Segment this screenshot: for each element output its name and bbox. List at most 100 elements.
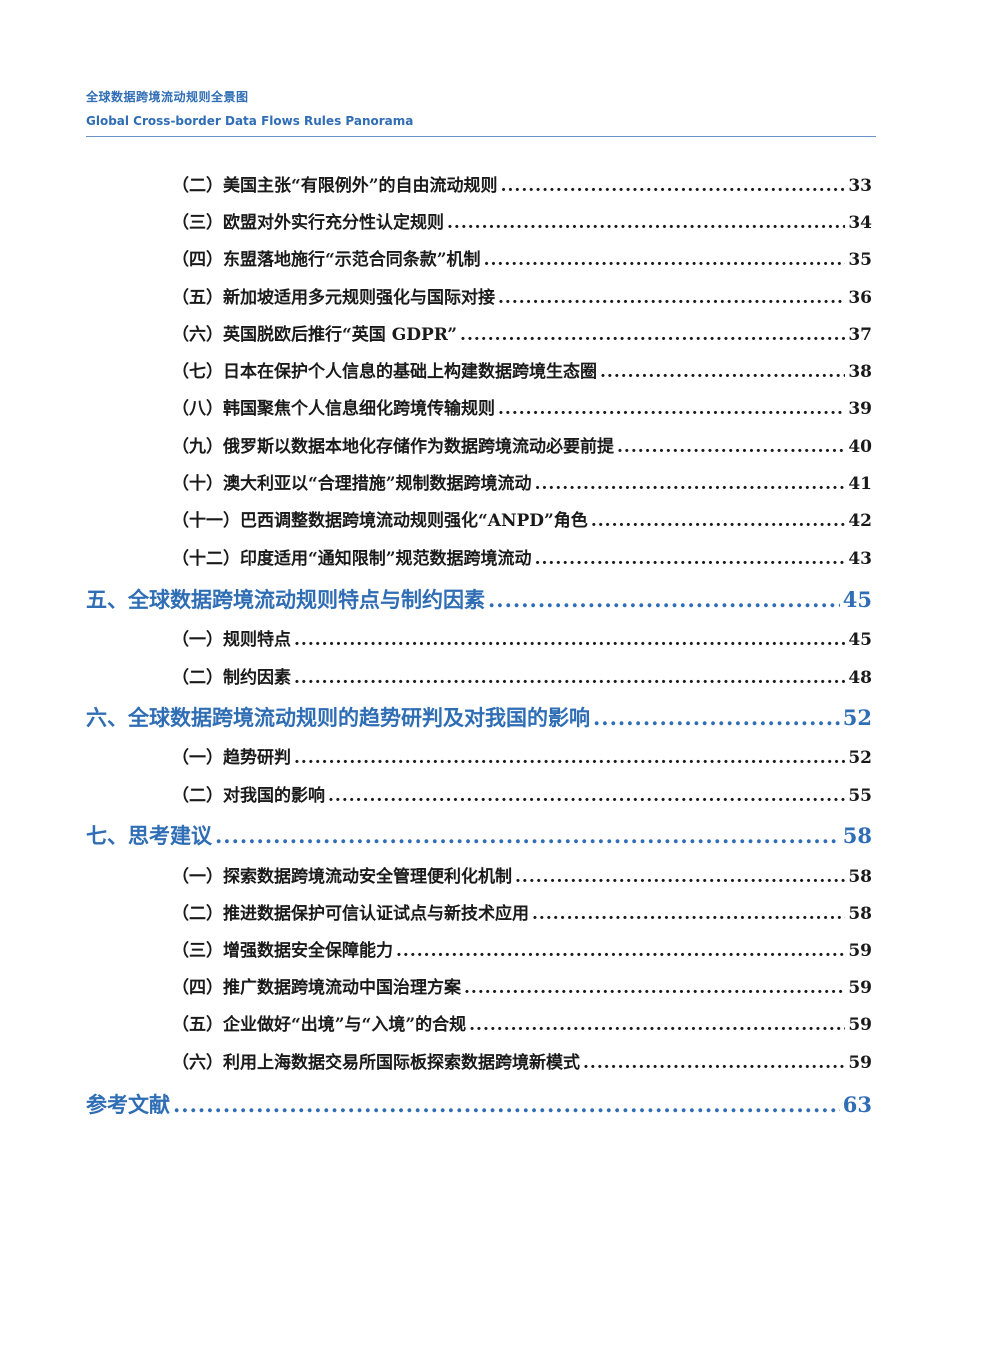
running-header: 全球数据跨境流动规则全景图 Global Cross-border Data F… bbox=[86, 88, 876, 137]
toc-chapter-label: 参考文献 bbox=[86, 1092, 170, 1117]
toc-entry-page: 52 bbox=[848, 748, 872, 768]
toc-leader-dots bbox=[617, 434, 845, 460]
toc-entry-page: 55 bbox=[848, 786, 872, 806]
toc-entry[interactable]: （二）推进数据保护可信认证试点与新技术应用 58 bbox=[172, 901, 872, 927]
toc-entry[interactable]: （十二）印度适用“通知限制”规范数据跨境流动 43 bbox=[172, 546, 872, 572]
toc-entry[interactable]: （六）英国脱欧后推行“英国 GDPR” 37 bbox=[172, 322, 872, 348]
toc-entry-page: 38 bbox=[848, 362, 872, 382]
toc-leader-dots bbox=[328, 783, 845, 809]
toc-chapter-page: 58 bbox=[842, 823, 872, 848]
toc-entry-page: 34 bbox=[848, 213, 872, 233]
toc-leader-dots bbox=[515, 864, 845, 890]
toc-entry[interactable]: （十）澳大利亚以“合理措施”规制数据跨境流动 41 bbox=[172, 471, 872, 497]
toc-entry-page: 42 bbox=[848, 511, 872, 531]
toc-entry-label: （三）欧盟对外实行充分性认定规则 bbox=[172, 213, 444, 233]
toc-leader-dots bbox=[501, 173, 846, 199]
toc-entry-label: （一）规则特点 bbox=[172, 630, 291, 650]
toc-entry[interactable]: （四）东盟落地施行“示范合同条款”机制 35 bbox=[172, 247, 872, 273]
toc-entry-page: 41 bbox=[848, 474, 872, 494]
toc-entry-page: 45 bbox=[848, 630, 872, 650]
toc-leader-dots bbox=[488, 585, 840, 615]
toc-entry-label: （二）对我国的影响 bbox=[172, 786, 325, 806]
toc-entry-label: （七）日本在保护个人信息的基础上构建数据跨境生态圈 bbox=[172, 362, 597, 382]
toc-chapter-page: 52 bbox=[842, 705, 872, 730]
toc-chapter-page: 63 bbox=[842, 1092, 872, 1117]
toc-entry[interactable]: （二）美国主张“有限例外”的自由流动规则 33 bbox=[172, 173, 872, 199]
toc-entry[interactable]: （二）制约因素 48 bbox=[172, 665, 872, 691]
toc-entry-label: （四）东盟落地施行“示范合同条款”机制 bbox=[172, 250, 481, 270]
toc-leader-dots bbox=[532, 901, 845, 927]
toc-entry-page: 59 bbox=[848, 941, 872, 961]
toc-entry[interactable]: （一）探索数据跨境流动安全管理便利化机制 58 bbox=[172, 864, 872, 890]
toc-leader-dots bbox=[469, 1012, 845, 1038]
toc-entry-page: 59 bbox=[848, 1053, 872, 1073]
toc-entry[interactable]: （六）利用上海数据交易所国际板探索数据跨境新模式 59 bbox=[172, 1050, 872, 1076]
toc-leader-dots bbox=[593, 703, 840, 733]
toc-entry[interactable]: （一）趋势研判 52 bbox=[172, 745, 872, 771]
header-title-en: Global Cross-border Data Flows Rules Pan… bbox=[86, 114, 414, 128]
toc-entry[interactable]: （五）企业做好“出境”与“入境”的合规 59 bbox=[172, 1012, 872, 1038]
toc-entry-page: 48 bbox=[848, 668, 872, 688]
toc-leader-dots bbox=[583, 1050, 845, 1076]
toc-chapter-entry[interactable]: 参考文献 63 bbox=[86, 1090, 872, 1120]
toc-entry-page: 59 bbox=[848, 978, 872, 998]
toc-chapter-label: 六、全球数据跨境流动规则的趋势研判及对我国的影响 bbox=[86, 705, 590, 730]
toc-chapter-label: 七、思考建议 bbox=[86, 823, 212, 848]
toc-chapter-entry[interactable]: 七、思考建议 58 bbox=[86, 821, 872, 851]
toc-leader-dots bbox=[294, 665, 845, 691]
toc-entry[interactable]: （八）韩国聚焦个人信息细化跨境传输规则 39 bbox=[172, 396, 872, 422]
toc-entry[interactable]: （三）增强数据安全保障能力 59 bbox=[172, 938, 872, 964]
toc-entry-page: 58 bbox=[848, 867, 872, 887]
toc-entry-page: 37 bbox=[848, 325, 872, 345]
toc-entry[interactable]: （二）对我国的影响 55 bbox=[172, 783, 872, 809]
toc-entry-label: （九）俄罗斯以数据本地化存储作为数据跨境流动必要前提 bbox=[172, 437, 614, 457]
toc-leader-dots bbox=[294, 627, 845, 653]
toc-entry[interactable]: （四）推广数据跨境流动中国治理方案 59 bbox=[172, 975, 872, 1001]
toc-entry-label: （一）趋势研判 bbox=[172, 748, 291, 768]
toc-entry-label: （四）推广数据跨境流动中国治理方案 bbox=[172, 978, 461, 998]
toc-entry-label: （五）新加坡适用多元规则强化与国际对接 bbox=[172, 288, 495, 308]
toc-entry-page: 39 bbox=[848, 399, 872, 419]
toc-entry-label: （二）制约因素 bbox=[172, 668, 291, 688]
toc-entry-label: （八）韩国聚焦个人信息细化跨境传输规则 bbox=[172, 399, 495, 419]
toc-leader-dots bbox=[396, 938, 845, 964]
toc-entry[interactable]: （九）俄罗斯以数据本地化存储作为数据跨境流动必要前提 40 bbox=[172, 434, 872, 460]
toc-entry[interactable]: （十一）巴西调整数据跨境流动规则强化“ANPD”角色 42 bbox=[172, 508, 872, 534]
toc-entry-label: （十一）巴西调整数据跨境流动规则强化“ANPD”角色 bbox=[172, 511, 588, 531]
toc-entry-label: （二）美国主张“有限例外”的自由流动规则 bbox=[172, 176, 498, 196]
toc-entry-label: （六）利用上海数据交易所国际板探索数据跨境新模式 bbox=[172, 1053, 580, 1073]
toc-leader-dots bbox=[591, 508, 846, 534]
toc-entry-label: （十）澳大利亚以“合理措施”规制数据跨境流动 bbox=[172, 474, 532, 494]
toc-entry[interactable]: （七）日本在保护个人信息的基础上构建数据跨境生态圈 38 bbox=[172, 359, 872, 385]
toc-leader-dots bbox=[484, 247, 846, 273]
toc-chapter-entry[interactable]: 五、全球数据跨境流动规则特点与制约因素 45 bbox=[86, 585, 872, 615]
toc-leader-dots bbox=[460, 322, 845, 348]
toc-entry-label: （一）探索数据跨境流动安全管理便利化机制 bbox=[172, 867, 512, 887]
toc-entry-label: （五）企业做好“出境”与“入境”的合规 bbox=[172, 1015, 467, 1035]
toc-leader-dots bbox=[600, 359, 845, 385]
toc-entry-label: （十二）印度适用“通知限制”规范数据跨境流动 bbox=[172, 549, 532, 569]
toc-entry-page: 59 bbox=[848, 1015, 872, 1035]
toc-entry[interactable]: （五）新加坡适用多元规则强化与国际对接 36 bbox=[172, 285, 872, 311]
toc-entry-page: 58 bbox=[848, 904, 872, 924]
toc-entry[interactable]: （一）规则特点 45 bbox=[172, 627, 872, 653]
toc-leader-dots bbox=[498, 285, 845, 311]
toc-leader-dots bbox=[215, 821, 840, 851]
toc-chapter-page: 45 bbox=[842, 587, 872, 612]
toc-leader-dots bbox=[535, 546, 846, 572]
toc-leader-dots bbox=[294, 745, 845, 771]
header-title-cn: 全球数据跨境流动规则全景图 bbox=[86, 90, 249, 104]
toc-chapter-entry[interactable]: 六、全球数据跨境流动规则的趋势研判及对我国的影响 52 bbox=[86, 703, 872, 733]
toc-chapter-label: 五、全球数据跨境流动规则特点与制约因素 bbox=[86, 587, 485, 612]
toc-entry-label: （三）增强数据安全保障能力 bbox=[172, 941, 393, 961]
toc-entry-page: 36 bbox=[848, 288, 872, 308]
toc-leader-dots bbox=[498, 396, 845, 422]
toc-leader-dots bbox=[535, 471, 846, 497]
toc-entry-page: 40 bbox=[848, 437, 872, 457]
toc-entry[interactable]: （三）欧盟对外实行充分性认定规则 34 bbox=[172, 210, 872, 236]
toc-entry-page: 35 bbox=[848, 250, 872, 270]
toc-leader-dots bbox=[464, 975, 845, 1001]
toc-entry-page: 33 bbox=[848, 176, 872, 196]
toc-leader-dots bbox=[173, 1090, 840, 1120]
toc-entry-label: （六）英国脱欧后推行“英国 GDPR” bbox=[172, 325, 458, 345]
